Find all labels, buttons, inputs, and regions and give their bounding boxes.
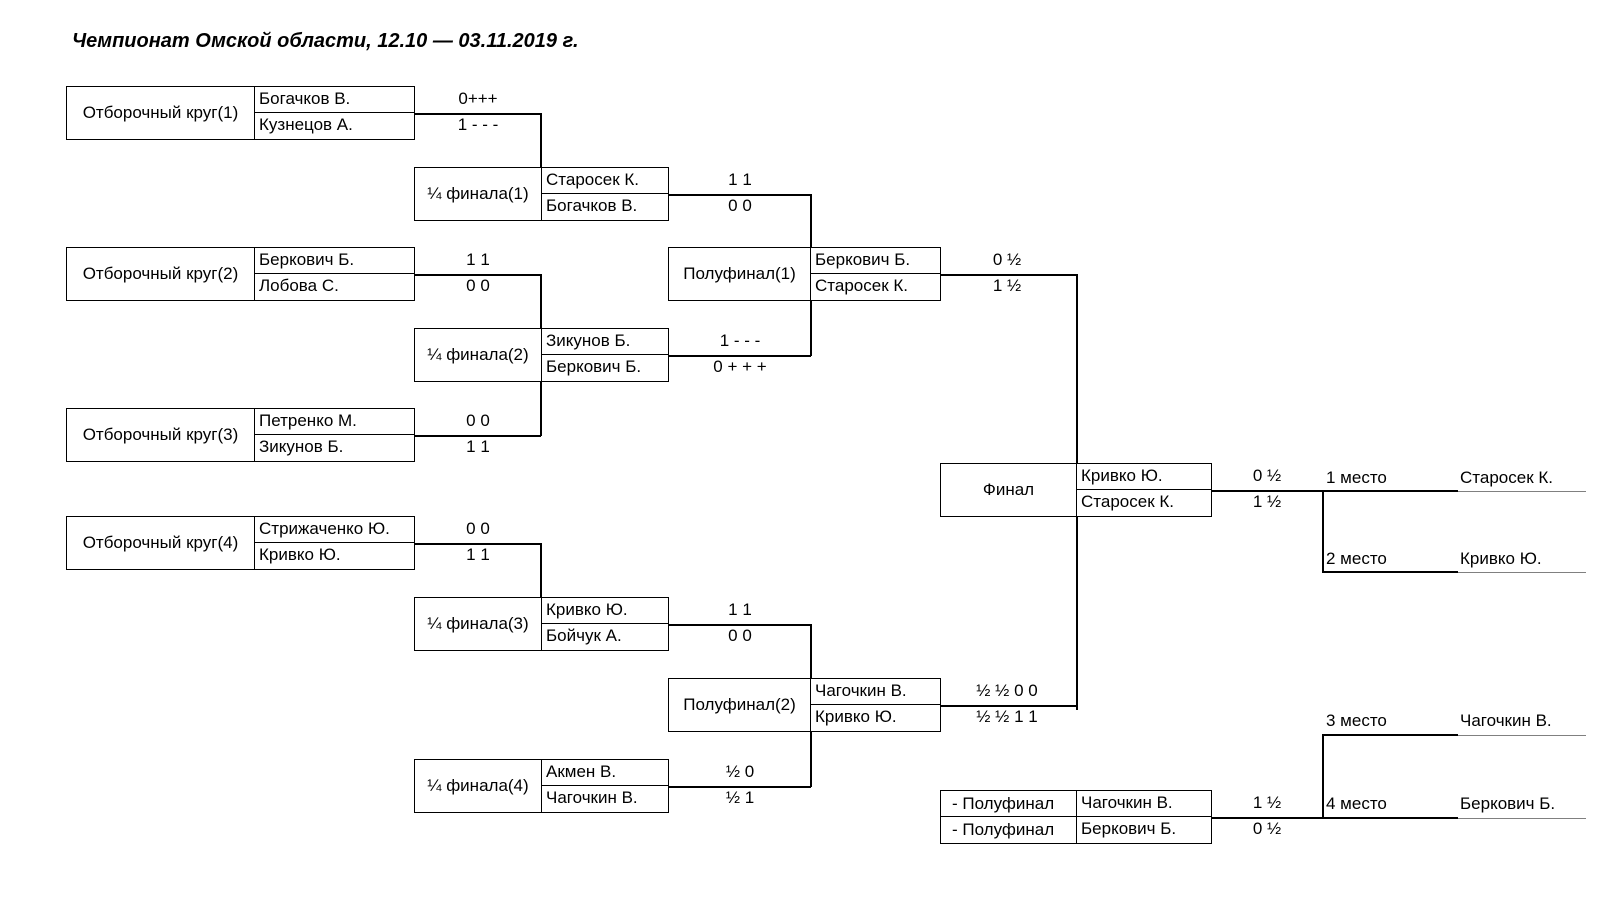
qualifying-2-player-1: Беркович Б. <box>254 247 415 275</box>
quarterfinal-2-player-2: Беркович Б. <box>541 354 669 382</box>
bracket-connector <box>415 113 541 115</box>
semifinal-1-score-2: 1 ½ <box>992 276 1022 295</box>
qualifying-1-label: Отборочный круг(1) <box>66 86 255 140</box>
final-label: Финал <box>940 463 1077 517</box>
quarterfinal-4-player-2: Чагочкин В. <box>541 785 669 813</box>
quarterfinal-4-player-1: Акмен В. <box>541 759 669 787</box>
quarterfinal-4-label: ¼ финала(4) <box>414 759 542 813</box>
final-score-1: 0 ½ <box>1252 466 1282 485</box>
place-underline <box>1458 491 1586 492</box>
qualifying-1-score-2: 1 - - - <box>457 115 499 134</box>
qualifying-4-player-2: Кривко Ю. <box>254 542 415 570</box>
semifinal-1-player-1: Беркович Б. <box>810 247 941 275</box>
qualifying-4-player-1: Стрижаченко Ю. <box>254 516 415 544</box>
bracket-connector <box>1322 571 1458 573</box>
quarterfinal-4-score-1: ½ 0 <box>725 762 755 781</box>
qualifying-1-score-1: 0+++ <box>458 89 498 108</box>
bracket-connector <box>1212 490 1323 492</box>
bracket-connector <box>540 113 542 169</box>
final-player-2: Старосек К. <box>1076 489 1212 517</box>
final-score-2: 1 ½ <box>1252 492 1282 511</box>
semifinal-2-score-1: ½ ½ 0 0 <box>976 681 1038 700</box>
quarterfinal-3-score-1: 1 1 <box>728 600 752 619</box>
place-underline <box>1458 572 1586 573</box>
quarterfinal-1-player-1: Старосек К. <box>541 167 669 195</box>
semifinal-2-player-1: Чагочкин В. <box>810 678 941 706</box>
qualifying-3-label: Отборочный круг(3) <box>66 408 255 462</box>
third-place-player-2: Беркович Б. <box>1076 816 1212 844</box>
quarterfinal-2-label: ¼ финала(2) <box>414 328 542 382</box>
quarterfinal-2-score-2: 0 + + + <box>713 357 767 376</box>
quarterfinal-3-label: ¼ финала(3) <box>414 597 542 651</box>
bracket-connector <box>1212 817 1323 819</box>
bracket-connector <box>1322 490 1324 572</box>
qualifying-3-score-2: 1 1 <box>466 437 490 456</box>
place-3-label: 3 место <box>1326 711 1387 730</box>
bracket-connector <box>669 355 811 357</box>
bracket-connector <box>941 705 1077 707</box>
bracket-connector <box>669 194 811 196</box>
qualifying-2-player-2: Лобова С. <box>254 273 415 301</box>
quarterfinal-1-player-2: Богачков В. <box>541 193 669 221</box>
semifinal-1-label: Полуфинал(1) <box>668 247 811 301</box>
quarterfinal-2-score-1: 1 - - - <box>719 331 761 350</box>
quarterfinal-1-score-2: 0 0 <box>728 196 752 215</box>
quarterfinal-3-player-2: Бойчук А. <box>541 623 669 651</box>
quarterfinal-3-score-2: 0 0 <box>728 626 752 645</box>
qualifying-1-player-1: Богачков В. <box>254 86 415 114</box>
semifinal-2-label: Полуфинал(2) <box>668 678 811 732</box>
place-underline <box>1458 735 1586 736</box>
bracket-connector <box>415 543 541 545</box>
quarterfinal-3-player-1: Кривко Ю. <box>541 597 669 625</box>
quarterfinal-1-label: ¼ финала(1) <box>414 167 542 221</box>
bracket-connector <box>941 274 1077 276</box>
qualifying-4-label: Отборочный круг(4) <box>66 516 255 570</box>
bracket-connector <box>540 543 542 599</box>
qualifying-3-player-1: Петренко М. <box>254 408 415 436</box>
bracket-connector <box>1322 490 1458 492</box>
third-place-player-1: Чагочкин В. <box>1076 790 1212 818</box>
third-place-score-2: 0 ½ <box>1252 819 1282 838</box>
qualifying-2-score-2: 0 0 <box>466 276 490 295</box>
place-4-name: Беркович Б. <box>1460 794 1556 813</box>
qualifying-1-player-2: Кузнецов А. <box>254 112 415 140</box>
quarterfinal-1-score-1: 1 1 <box>728 170 752 189</box>
place-2-label: 2 место <box>1326 549 1387 568</box>
place-underline <box>1458 818 1586 819</box>
qualifying-3-player-2: Зикунов Б. <box>254 434 415 462</box>
place-1-label: 1 место <box>1326 468 1387 487</box>
semifinal-2-score-2: ½ ½ 1 1 <box>976 707 1038 726</box>
bracket-connector <box>669 624 811 626</box>
third-place-label-1: - Полуфинал <box>940 790 1077 818</box>
third-place-score-1: 1 ½ <box>1252 793 1282 812</box>
quarterfinal-2-player-1: Зикунов Б. <box>541 328 669 356</box>
place-1-name: Старосек К. <box>1460 468 1553 487</box>
qualifying-2-label: Отборочный круг(2) <box>66 247 255 301</box>
bracket-connector <box>1322 817 1458 819</box>
bracket-connector <box>415 274 541 276</box>
final-player-1: Кривко Ю. <box>1076 463 1212 491</box>
bracket-connector <box>1322 734 1324 818</box>
place-2-name: Кривко Ю. <box>1460 549 1542 568</box>
semifinal-2-player-2: Кривко Ю. <box>810 704 941 732</box>
qualifying-2-score-1: 1 1 <box>466 250 490 269</box>
bracket-connector <box>669 786 811 788</box>
semifinal-1-player-2: Старосек К. <box>810 273 941 301</box>
qualifying-4-score-2: 1 1 <box>466 545 490 564</box>
third-place-label-2: - Полуфинал <box>940 816 1077 844</box>
semifinal-1-score-1: 0 ½ <box>992 250 1022 269</box>
place-3-name: Чагочкин В. <box>1460 711 1552 730</box>
qualifying-3-score-1: 0 0 <box>466 411 490 430</box>
bracket-connector <box>1322 734 1458 736</box>
qualifying-4-score-1: 0 0 <box>466 519 490 538</box>
place-4-label: 4 место <box>1326 794 1387 813</box>
page-title: Чемпионат Омской области, 12.10 — 03.11.… <box>72 30 579 52</box>
bracket-connector <box>415 435 541 437</box>
quarterfinal-4-score-2: ½ 1 <box>725 788 755 807</box>
